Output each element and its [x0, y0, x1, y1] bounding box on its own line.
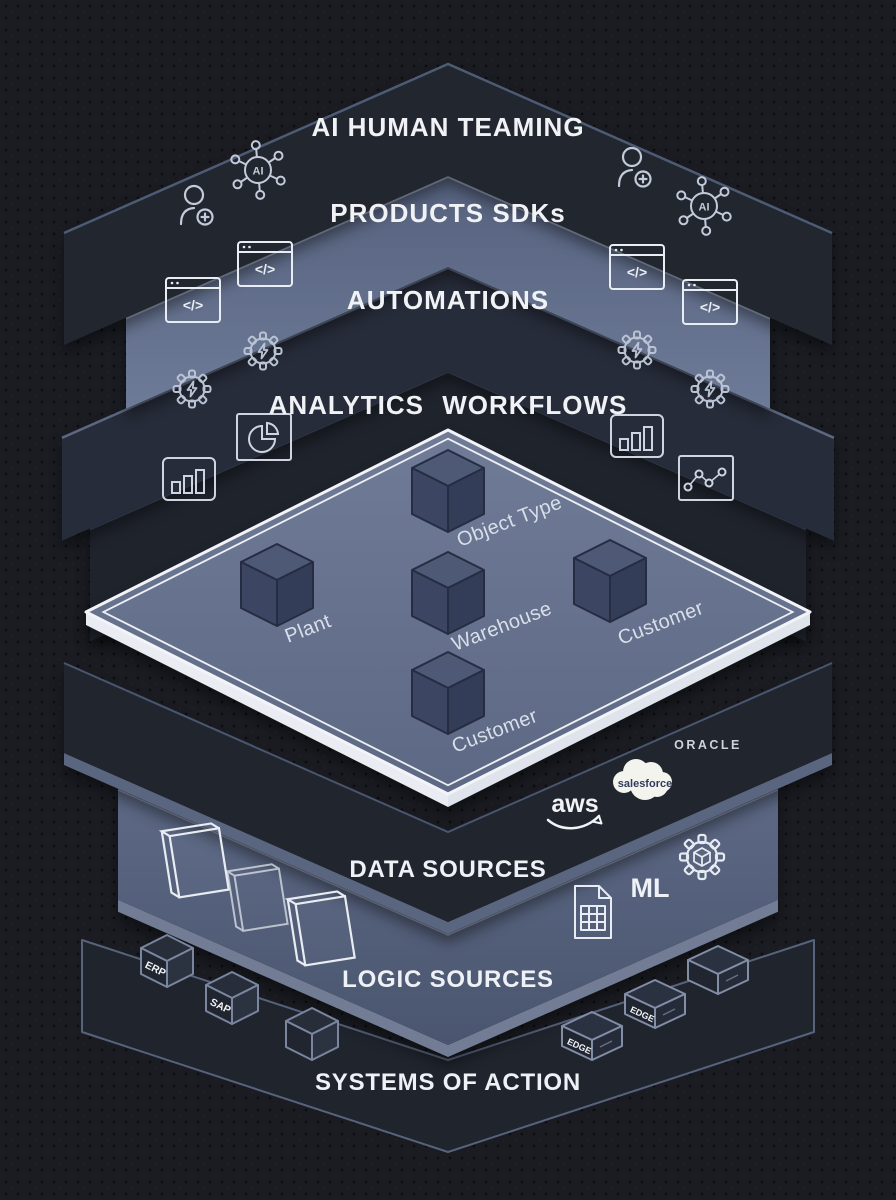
title-analytics-workflows: ANALYTICS WORKFLOWS — [269, 390, 628, 420]
cube-warehouse — [411, 551, 485, 635]
title-data-sources: DATA SOURCES — [349, 856, 546, 883]
layer-data-sources — [63, 662, 833, 934]
gear-cube-icon — [678, 833, 726, 881]
platform-side-face-left — [86, 612, 448, 807]
layer-automations — [61, 266, 835, 541]
title-logic-sources: LOGIC SOURCES — [342, 966, 554, 993]
layer-analytics-workflows — [89, 370, 807, 642]
title-ai-human-teaming: AI HUMAN TEAMING — [311, 112, 584, 142]
title-products-sdks: PRODUCTS SDKs — [330, 198, 565, 228]
svg-text:salesforce: salesforce — [618, 778, 672, 790]
edge-box: EDGE — [561, 1011, 623, 1061]
title-systems-of-action: SYSTEMS OF ACTION — [315, 1069, 581, 1096]
ml-badge: ML — [631, 873, 670, 903]
edge-box: EDGE — [624, 979, 686, 1029]
svg-text:ORACLE: ORACLE — [674, 738, 742, 752]
title-automations: AUTOMATIONS — [347, 285, 549, 315]
svg-text:aws: aws — [551, 790, 598, 818]
cube-plant — [240, 543, 314, 627]
salesforce-logo: salesforce — [613, 759, 672, 800]
aws-logo: aws — [546, 790, 603, 830]
erp-cube: ERP — [140, 934, 194, 988]
cube-customer-bottom — [411, 651, 485, 735]
sap-cube: SAP — [205, 971, 259, 1025]
cube-object-type — [411, 449, 485, 533]
data-sources-surface — [64, 663, 832, 922]
layer-products-sdks — [125, 175, 771, 409]
layer-systems-of-action — [81, 939, 815, 1153]
platform-side-face-right — [448, 612, 810, 807]
platform-inner-border — [101, 437, 795, 787]
cube-customer-right — [573, 539, 647, 623]
oracle-logo: ORACLE — [674, 738, 742, 752]
